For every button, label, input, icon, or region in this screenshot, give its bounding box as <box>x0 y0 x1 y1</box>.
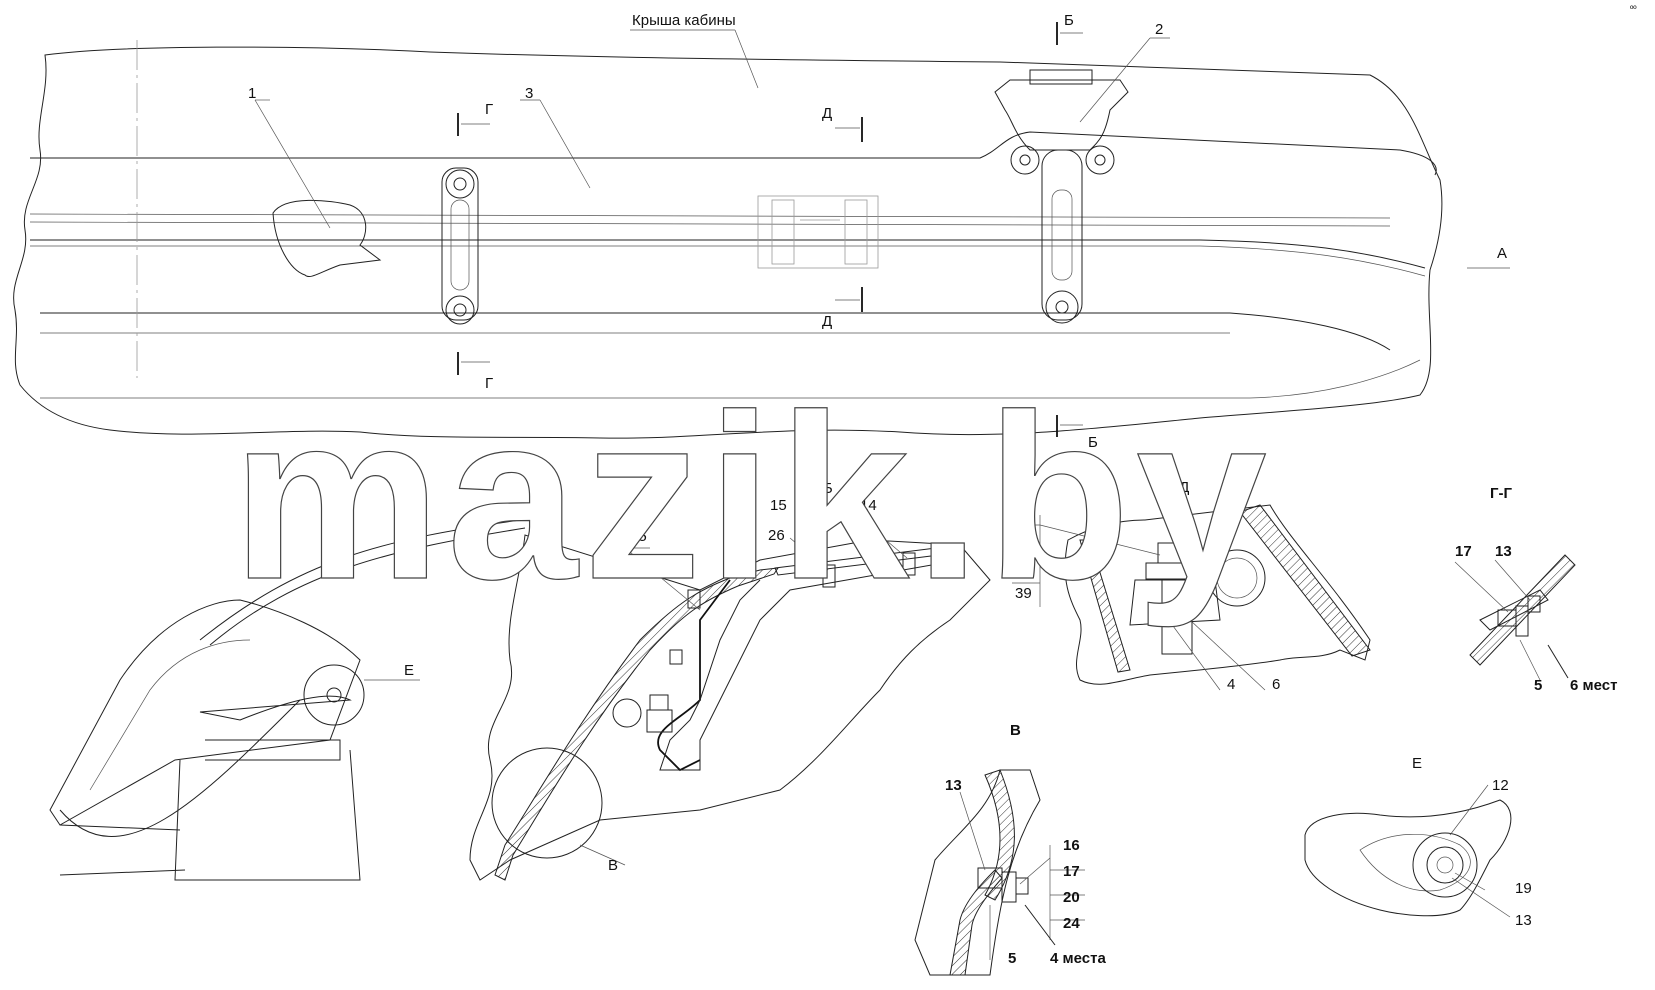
bb-label-26a: 26 <box>625 557 642 574</box>
gg-note: 6 мест <box>1570 677 1617 694</box>
section-g-top: Г <box>485 101 493 118</box>
v-label-20: 20 <box>1063 889 1080 906</box>
section-gg: Г-Г 17 13 5 6 мест <box>1454 485 1617 694</box>
detail-e-title: Е <box>1412 755 1422 772</box>
e-label-12: 12 <box>1492 777 1509 794</box>
gg-label-17: 17 <box>1455 543 1472 560</box>
view-a-arrow-label: А <box>1497 245 1507 262</box>
slot-bracket-left <box>441 167 479 325</box>
v-label-13: 13 <box>945 777 962 794</box>
dd-label-39: 39 <box>1015 585 1032 602</box>
section-bb: Б-Б 15 26 15 26 14 В <box>469 480 991 881</box>
section-dd: Д-Д 30 33 36 39 4 6 <box>1012 479 1371 693</box>
e-label-19: 19 <box>1515 880 1532 897</box>
callout-v-circle <box>491 747 603 859</box>
rail-mid-2 <box>30 245 1426 277</box>
section-b-bottom: Б <box>1088 434 1098 451</box>
v-label-17: 17 <box>1063 863 1080 880</box>
dd-label-36: 36 <box>1015 557 1032 574</box>
v-label-16: 16 <box>1063 837 1080 854</box>
dd-label-6: 6 <box>1272 676 1280 693</box>
part-2-bracket <box>994 69 1129 324</box>
roof-contour <box>13 46 1443 439</box>
callout-e-circle <box>303 664 365 726</box>
section-d-top: Д <box>822 105 832 122</box>
rail-top-1 <box>30 131 1437 176</box>
dd-label-33: 33 <box>1015 529 1032 546</box>
section-g-bottom: Г <box>485 375 493 392</box>
gg-label-5: 5 <box>1534 677 1542 694</box>
bb-label-15a: 15 <box>630 528 647 545</box>
rail-low-3 <box>40 359 1421 399</box>
leaders-main <box>254 29 1170 229</box>
part-1-pad <box>272 199 382 278</box>
detail-v: В 13 16 17 20 24 5 4 места <box>914 722 1106 976</box>
clamp-center <box>757 195 879 269</box>
position-1: 1 <box>248 85 256 102</box>
position-2: 2 <box>1155 21 1163 38</box>
position-3: 3 <box>525 85 533 102</box>
main-view: Крыша кабины 1 2 3 Б Б Г Г Д Д А <box>13 12 1510 451</box>
detail-v-title: В <box>1010 722 1021 739</box>
section-bb-title: Б-Б <box>808 480 833 497</box>
section-marks <box>457 22 1510 437</box>
e-label-13: 13 <box>1515 912 1532 929</box>
gg-label-13: 13 <box>1495 543 1512 560</box>
section-dd-title: Д-Д <box>1164 479 1189 496</box>
section-gg-title: Г-Г <box>1490 485 1512 502</box>
view-a-title: А <box>323 475 333 492</box>
watermark: mazik.by <box>232 365 1273 628</box>
v-note: 4 места <box>1050 950 1106 967</box>
callout-e-label: Е <box>404 662 414 679</box>
rail-top-3 <box>29 221 1391 227</box>
rail-mid-1 <box>30 239 1426 269</box>
rail-top-2 <box>29 213 1391 219</box>
dd-label-4: 4 <box>1227 676 1235 693</box>
section-b-top: Б <box>1064 12 1074 29</box>
view-a: А Е <box>49 475 526 881</box>
roof-label: Крыша кабины <box>632 12 736 29</box>
section-d-bottom: Д <box>822 313 832 330</box>
detail-e: Е 12 19 13 <box>1304 755 1532 929</box>
callout-v-label: В <box>608 857 618 874</box>
bb-label-14: 14 <box>860 497 877 514</box>
corner-mark: ºº <box>1630 4 1637 14</box>
v-label-5: 5 <box>1008 950 1016 967</box>
bb-label-26b: 26 <box>768 527 785 544</box>
bb-label-15b: 15 <box>770 497 787 514</box>
dd-label-30: 30 <box>1015 500 1032 517</box>
v-label-24: 24 <box>1063 915 1080 932</box>
rail-low-1 <box>40 312 1391 351</box>
